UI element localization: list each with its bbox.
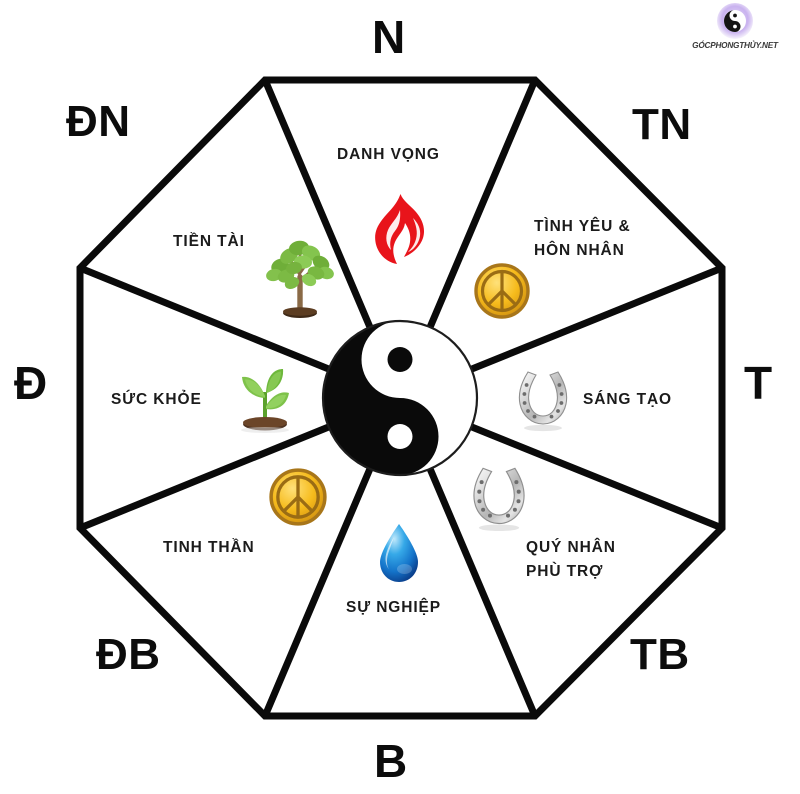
direction-label-northwest: TB [630,630,690,679]
sector-label-tinh-than: TINH THẦN [163,536,255,560]
sector-label-sang-tao: SÁNG TẠO [583,388,672,412]
sector-label-danh-vong: DANH VỌNG [337,143,440,167]
direction-label-north: N [372,11,406,63]
sector-line: DANH VỌNG [337,146,440,163]
horseshoe-icon [512,366,574,432]
coin-peace-icon [473,262,531,320]
sector-line: HÔN NHÂN [534,242,625,260]
yin-yang-icon [321,319,479,477]
fire-icon [367,192,433,266]
sector-label-tien-tai: TIỀN TÀI [173,230,245,254]
watermark-text: GÓCPHONGTHỦY.NET [692,41,778,50]
sector-label-quy-nhan-phu-tro: QUÝ NHÂN PHÙ TRỢ [526,536,616,584]
water-drop-icon [373,521,425,587]
sector-line: SỰ NGHIỆP [346,599,442,616]
direction-label-south: B [374,735,408,787]
tree-icon [258,235,342,321]
sector-label-tinh-yeu-hon-nhan: TÌNH YÊU & HÔN NHÂN [534,215,631,263]
direction-label-east: Đ [14,357,48,409]
sector-line: TIỀN TÀI [173,233,245,250]
coin-peace-icon [268,467,328,527]
watermark-yin-yang-icon [716,2,754,40]
direction-label-west: T [744,357,773,409]
direction-label-northeast: ĐN [66,97,131,146]
direction-label-southwest: TN [632,100,692,149]
sector-label-su-nghiep: SỰ NGHIỆP [346,596,441,620]
sector-line: SÁNG TẠO [583,391,673,408]
sprout-icon [231,366,299,436]
sector-line: SỨC KHỎE [111,391,202,408]
sector-line: QUÝ NHÂN [526,539,616,556]
direction-label-southeast: ĐB [96,630,161,679]
watermark: GÓCPHONGTHỦY.NET [673,2,797,58]
horseshoe-icon [466,462,532,532]
sector-line: PHÙ TRỢ [526,563,604,581]
sector-line: TINH THẦN [163,539,255,556]
sector-label-suc-khoe: SỨC KHỎE [111,388,202,412]
sector-line: TÌNH YÊU & [534,218,631,235]
